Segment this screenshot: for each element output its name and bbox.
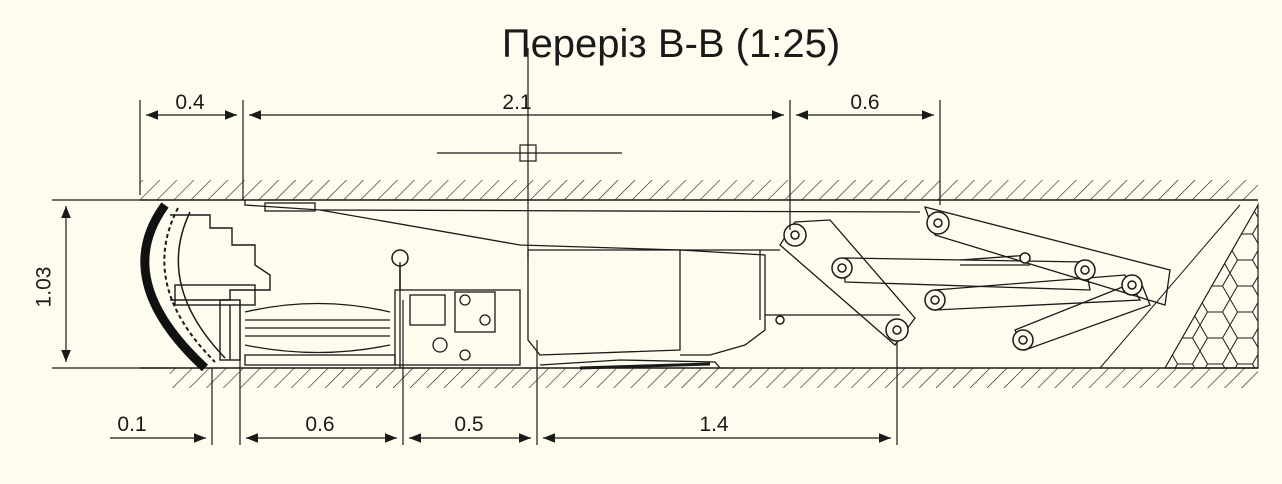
dimension-lines-bottom: [110, 300, 898, 445]
dim-top-0-6: 0.6: [850, 91, 880, 114]
dim-bottom-1-4: 1.4: [699, 413, 729, 436]
lifting-eye: [391, 249, 409, 290]
dim-bottom-0-5: 0.5: [454, 413, 484, 436]
goaf-caving-zone: [1099, 202, 1259, 369]
haulage-chain-unit: [244, 302, 396, 366]
support-linkage: [779, 206, 1171, 351]
dim-bottom-0-1: 0.1: [117, 413, 147, 436]
centerline-marker: [437, 48, 622, 258]
dimension-lines-top: [139, 100, 941, 230]
shearer-body: [170, 214, 271, 361]
cutter-drum: [140, 202, 226, 372]
dimension-lines-side: [52, 199, 170, 369]
support-body: [527, 249, 900, 370]
drive-gearbox: [394, 262, 521, 368]
section-title: Переріз В-В (1:25): [501, 22, 841, 66]
dim-top-2-1: 2.1: [502, 91, 532, 114]
floor-rock-hatching: [140, 367, 1258, 388]
roof-rock-hatching: [140, 180, 1258, 201]
powered-support-canopy: [244, 200, 921, 251]
dim-bottom-0-6: 0.6: [305, 413, 335, 436]
dim-top-0-4: 0.4: [175, 91, 205, 114]
